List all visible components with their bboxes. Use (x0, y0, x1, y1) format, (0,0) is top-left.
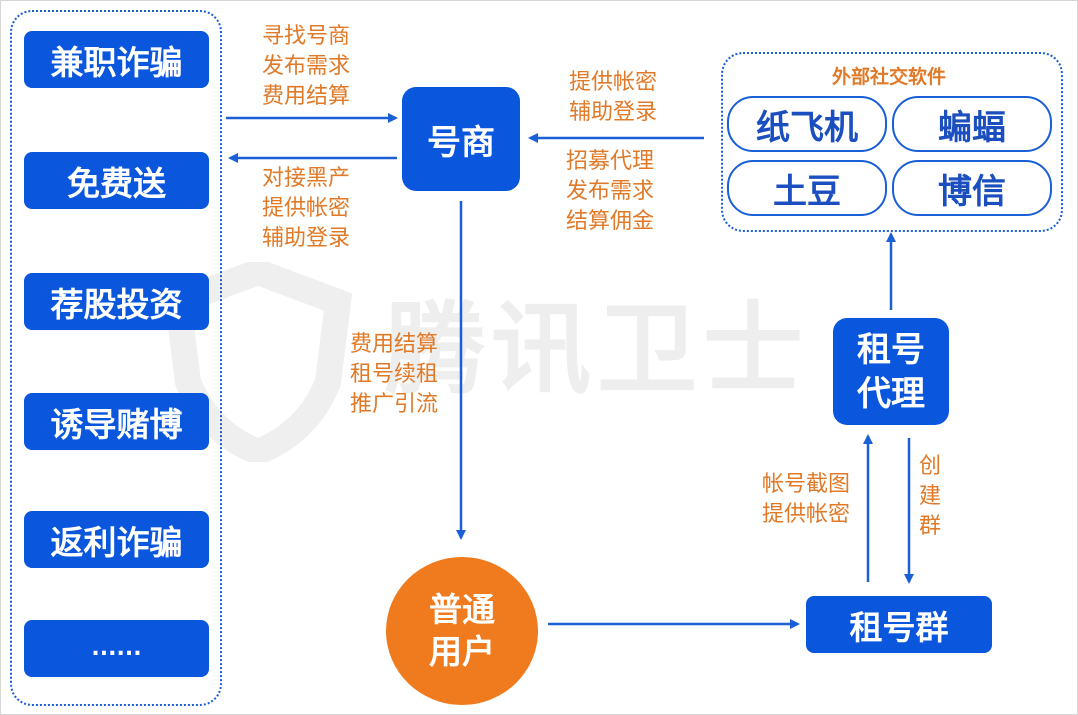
rent-group-node: 租号群 (806, 596, 992, 653)
label-line: 寻找号商 (262, 24, 351, 49)
scenario-item-more: ...... (24, 620, 209, 677)
scenario-item-1: 兼职诈骗 (24, 31, 209, 88)
scenario-item-4: 诱导赌博 (24, 393, 209, 450)
label-line: 提供帐密 (262, 196, 351, 221)
label-line: 提供帐密 (762, 502, 851, 527)
label-char: 创 (918, 454, 941, 479)
label-line: 提供帐密 (569, 70, 658, 95)
label-line: 对接黑产 (262, 166, 351, 191)
label-line: 发布需求 (566, 179, 655, 204)
label-external-recruit: 招募代理 发布需求 结算佣金 (566, 147, 654, 237)
app-pill-4: 博信 (892, 160, 1052, 216)
label-group-to-agent: 帐号截图 提供帐密 (762, 470, 850, 530)
external-social-apps-group (721, 52, 1063, 232)
label-line: 辅助登录 (569, 100, 658, 125)
label-line: 帐号截图 (762, 472, 851, 497)
label-line: 费用结算 (262, 84, 351, 109)
external-group-title: 外部社交软件 (832, 66, 947, 88)
label-line: 结算佣金 (566, 209, 655, 234)
label-dealer-to-user: 费用结算 租号续租 推广引流 (350, 330, 438, 420)
normal-user-line2: 用户 (429, 632, 495, 671)
label-line: 辅助登录 (262, 226, 351, 251)
scenario-item-3: 荐股投资 (24, 273, 209, 330)
label-char: 群 (918, 514, 941, 539)
rent-agent-line1: 租号 (857, 329, 925, 370)
fraud-scenarios-group (10, 10, 222, 706)
app-pill-2: 蝙蝠 (892, 96, 1052, 152)
label-line: 招募代理 (566, 149, 655, 174)
dealer-node: 号商 (402, 87, 520, 191)
watermark-text: 腾讯卫士 (385, 291, 809, 408)
label-from-dealer: 对接黑产 提供帐密 辅助登录 (262, 164, 350, 254)
scenario-item-5: 返利诈骗 (24, 511, 209, 568)
app-pill-1: 纸飞机 (727, 96, 887, 152)
label-line: 推广引流 (350, 392, 439, 417)
normal-user-line1: 普通 (429, 590, 495, 629)
label-to-dealer: 寻找号商 发布需求 费用结算 (262, 22, 350, 112)
label-line: 租号续租 (350, 362, 439, 387)
label-external-provide: 提供帐密 辅助登录 (569, 68, 657, 128)
normal-user-node: 普通 用户 (386, 557, 538, 705)
label-char: 建 (918, 484, 941, 509)
rent-agent-line2: 代理 (857, 373, 925, 414)
label-agent-to-group: 创 建 群 (917, 452, 943, 542)
rent-agent-node: 租号 代理 (833, 318, 949, 425)
scenario-item-2: 免费送 (24, 152, 209, 209)
app-pill-3: 土豆 (727, 160, 887, 216)
label-line: 费用结算 (350, 332, 439, 357)
label-line: 发布需求 (262, 54, 351, 79)
